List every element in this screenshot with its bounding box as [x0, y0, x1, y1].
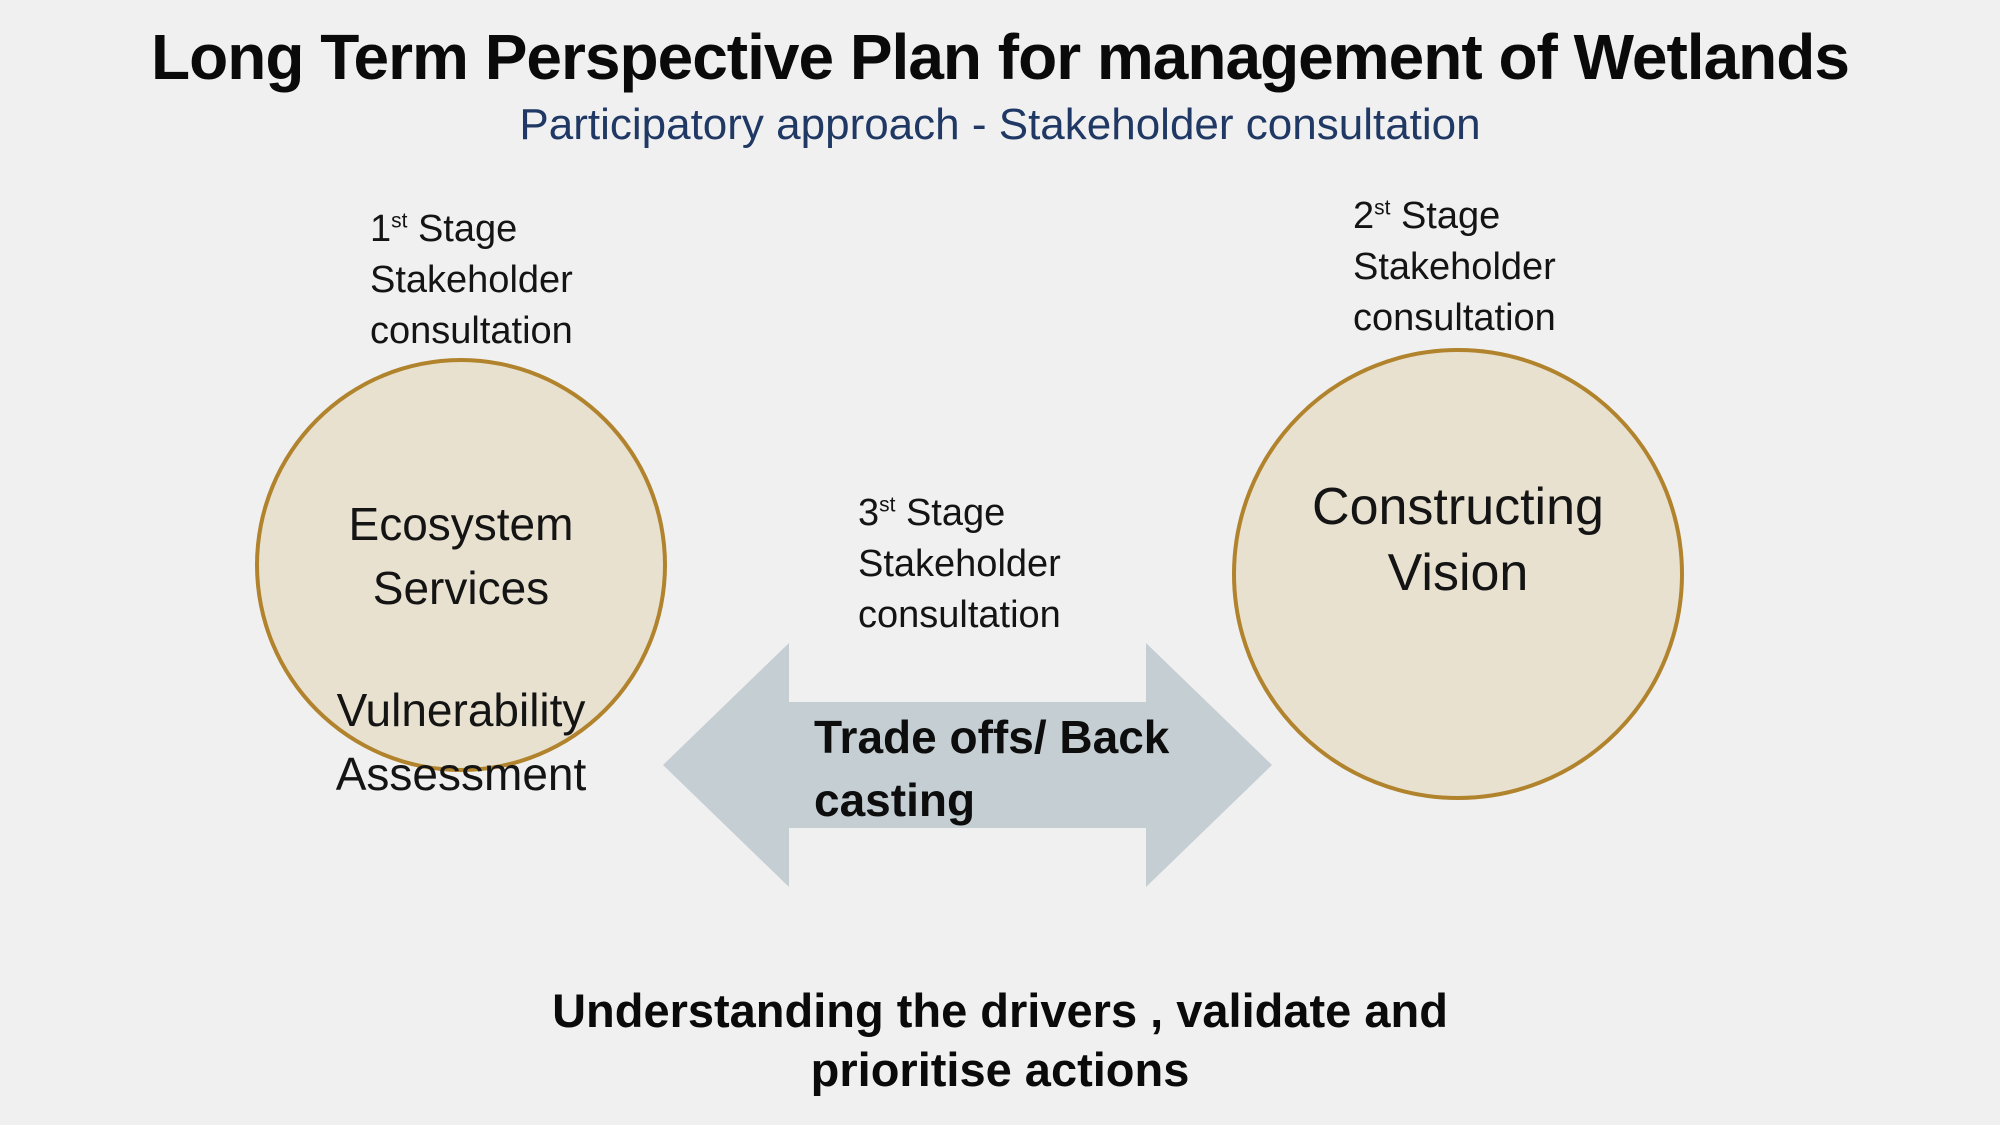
double-headed-arrow-icon: [663, 643, 1272, 887]
constructing-vision-circle: Constructing Vision: [1232, 348, 1684, 800]
arrow-label-line1: Trade offs/ Back: [814, 711, 1170, 763]
stage2-ordinal: st: [1374, 196, 1391, 220]
stage3-ordinal: st: [879, 493, 896, 517]
arrow-label-line2: casting: [814, 774, 976, 826]
stage3-line2: Stakeholder: [858, 543, 1061, 585]
stage2-line2: Stakeholder: [1353, 246, 1556, 288]
stage3-line1: 3st Stage: [858, 492, 1006, 534]
left-circle-spacer: [259, 620, 663, 678]
stage2-line3: consultation: [1353, 297, 1556, 339]
stage3-line3: consultation: [858, 594, 1061, 636]
slide-subtitle: Participatory approach - Stakeholder con…: [519, 100, 1481, 149]
ecosystem-vulnerability-circle: Ecosystem Services Vulnerability Assessm…: [255, 358, 667, 800]
stage1-label: 1st Stage Stakeholder consultation: [370, 204, 573, 357]
slide-title: Long Term Perspective Plan for managemen…: [151, 21, 1850, 93]
stage1-line2: Stakeholder: [370, 259, 573, 301]
stage1-line3: consultation: [370, 310, 573, 352]
left-circle-line2: Vulnerability: [336, 684, 586, 736]
right-circle-line2: Vision: [1387, 544, 1529, 602]
footer-line1: Understanding the drivers , validate and: [552, 984, 1448, 1037]
right-circle-line1: Constructing: [1312, 478, 1604, 536]
stage3-label: 3st Stage Stakeholder consultation: [858, 488, 1061, 641]
stage1-line1: 1st Stage: [370, 208, 518, 250]
arrow-label: Trade offs/ Back casting: [814, 706, 1284, 832]
footer-line2: prioritise actions: [810, 1043, 1190, 1096]
footer-text: Understanding the drivers , validate and…: [0, 981, 2000, 1099]
left-circle-line1: Ecosystem Services: [348, 498, 574, 614]
stage2-label: 2st Stage Stakeholder consultation: [1353, 191, 1556, 344]
stage1-ordinal: st: [391, 209, 408, 233]
left-circle-line3: Assessment: [335, 748, 587, 800]
stage2-line1: 2st Stage: [1353, 195, 1501, 237]
